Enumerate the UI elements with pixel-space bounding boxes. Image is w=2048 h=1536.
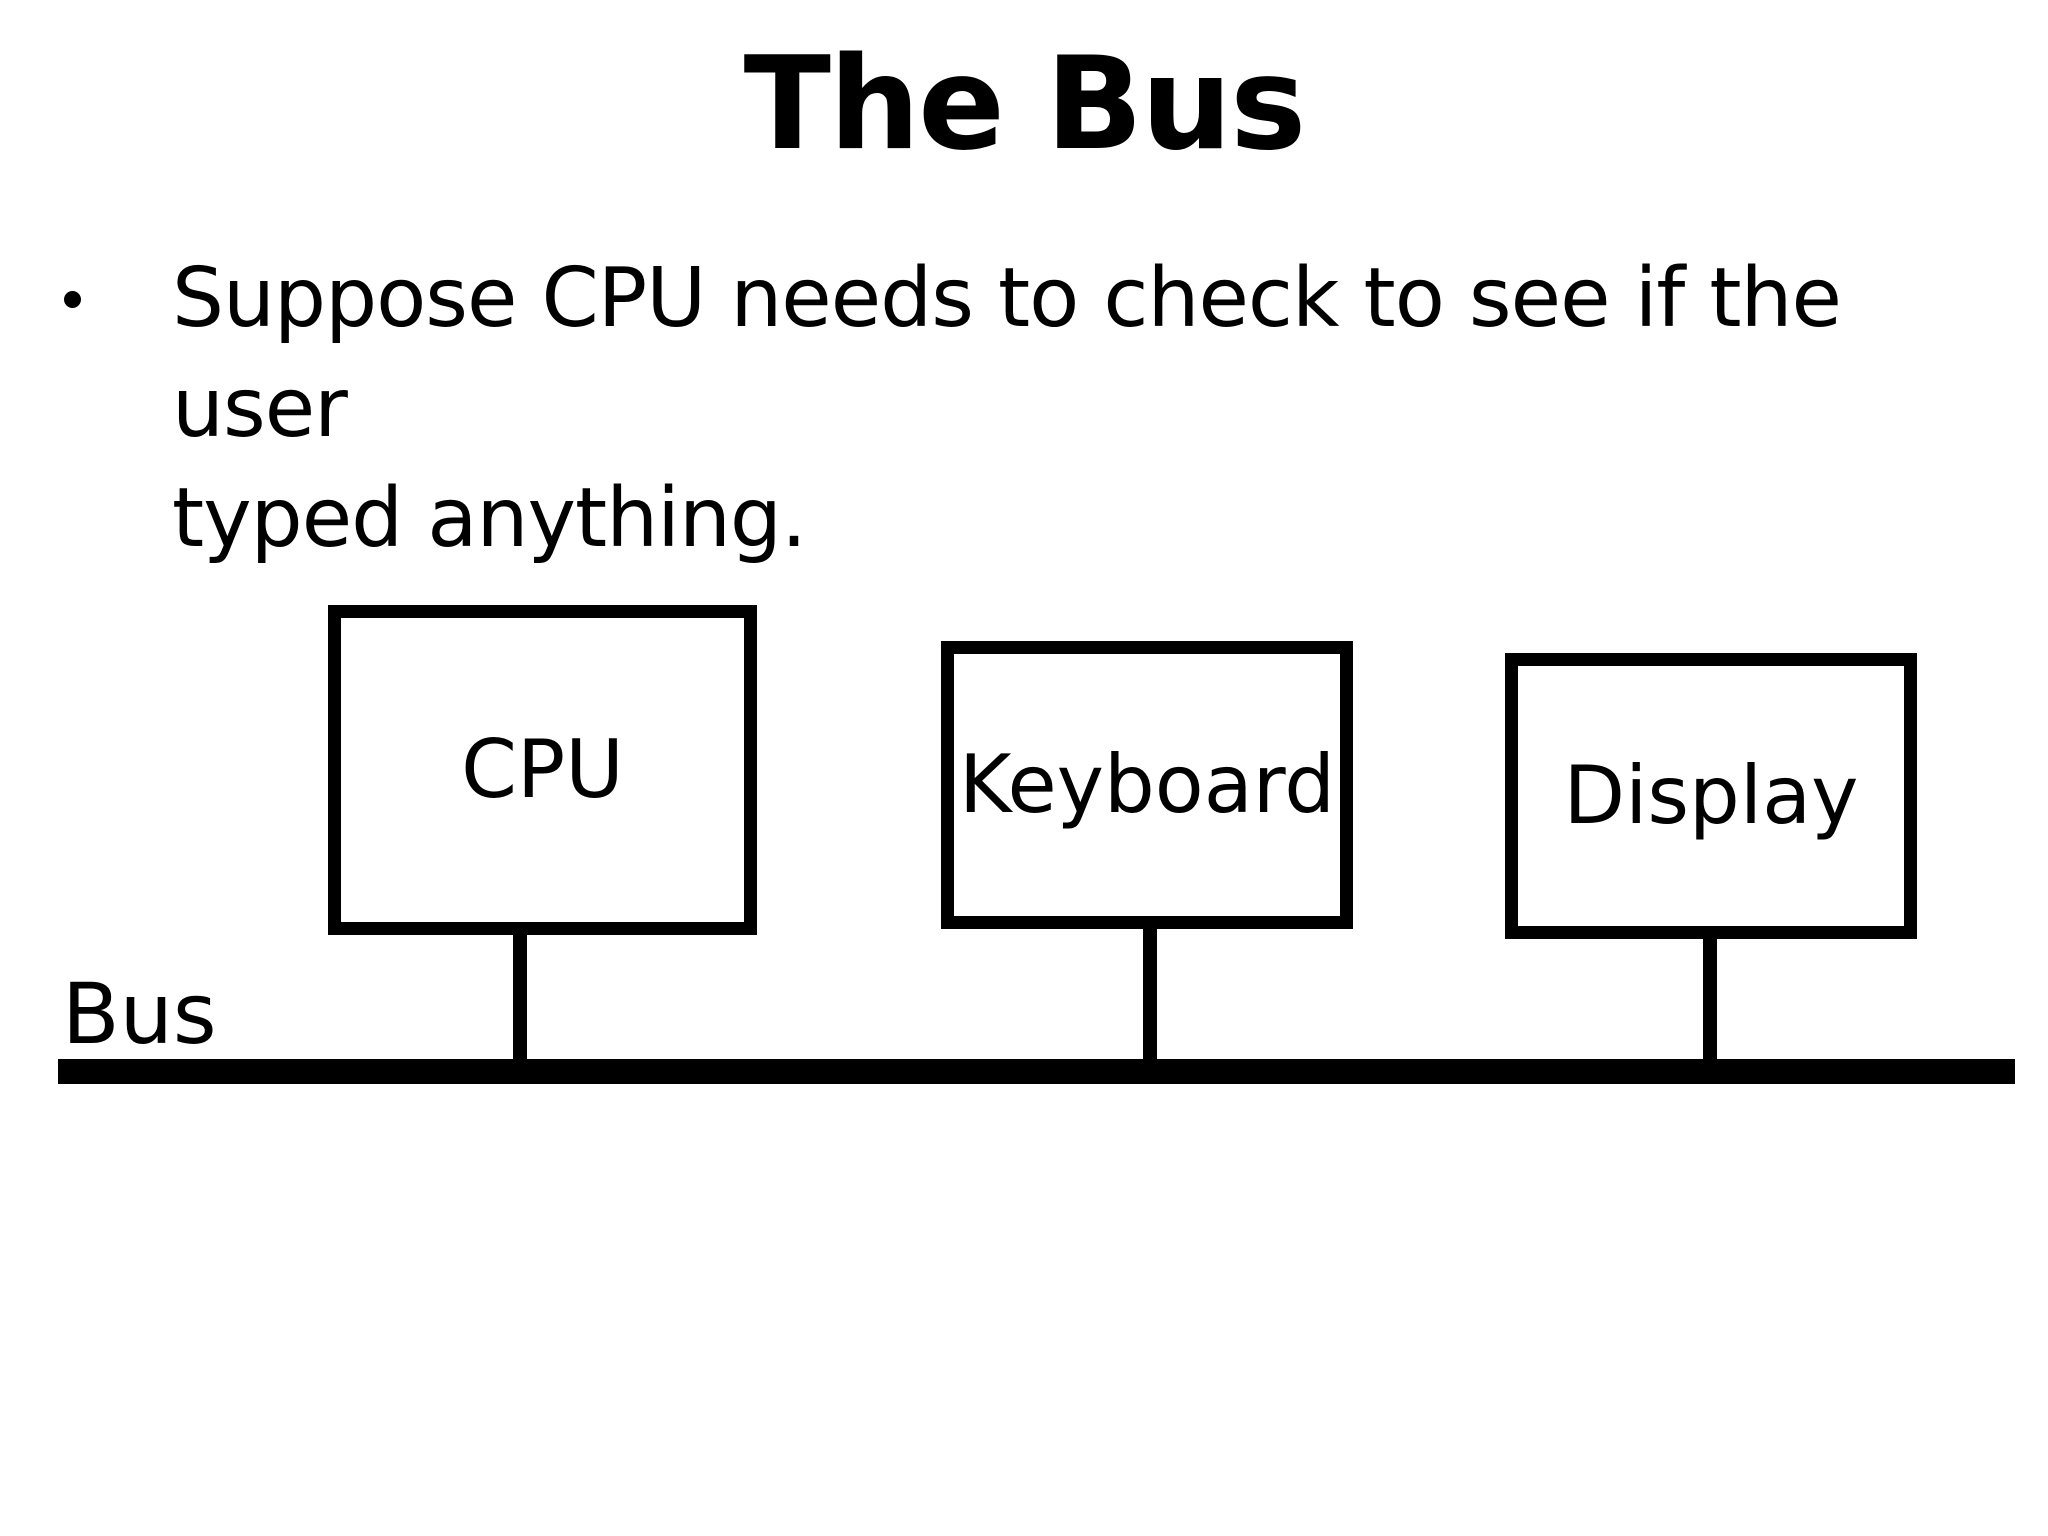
bullet-dot	[64, 291, 81, 308]
bus-line	[58, 1059, 2015, 1084]
cpu-connector	[513, 930, 527, 1060]
cpu-box: CPU	[328, 605, 757, 935]
bullet-text-line-2: typed anything.	[172, 471, 807, 566]
display-connector	[1703, 935, 1717, 1060]
keyboard-label: Keyboard	[958, 738, 1336, 831]
bullet-text: Suppose CPU needs to check to see if the…	[172, 244, 1972, 574]
display-box: Display	[1505, 653, 1917, 939]
cpu-label: CPU	[461, 723, 624, 816]
bus-label: Bus	[62, 965, 217, 1063]
bullet-text-line-1: Suppose CPU needs to check to see if the…	[172, 251, 1842, 456]
keyboard-connector	[1143, 925, 1157, 1060]
slide-title: The Bus	[743, 30, 1307, 179]
display-label: Display	[1563, 749, 1859, 842]
keyboard-box: Keyboard	[941, 641, 1353, 929]
